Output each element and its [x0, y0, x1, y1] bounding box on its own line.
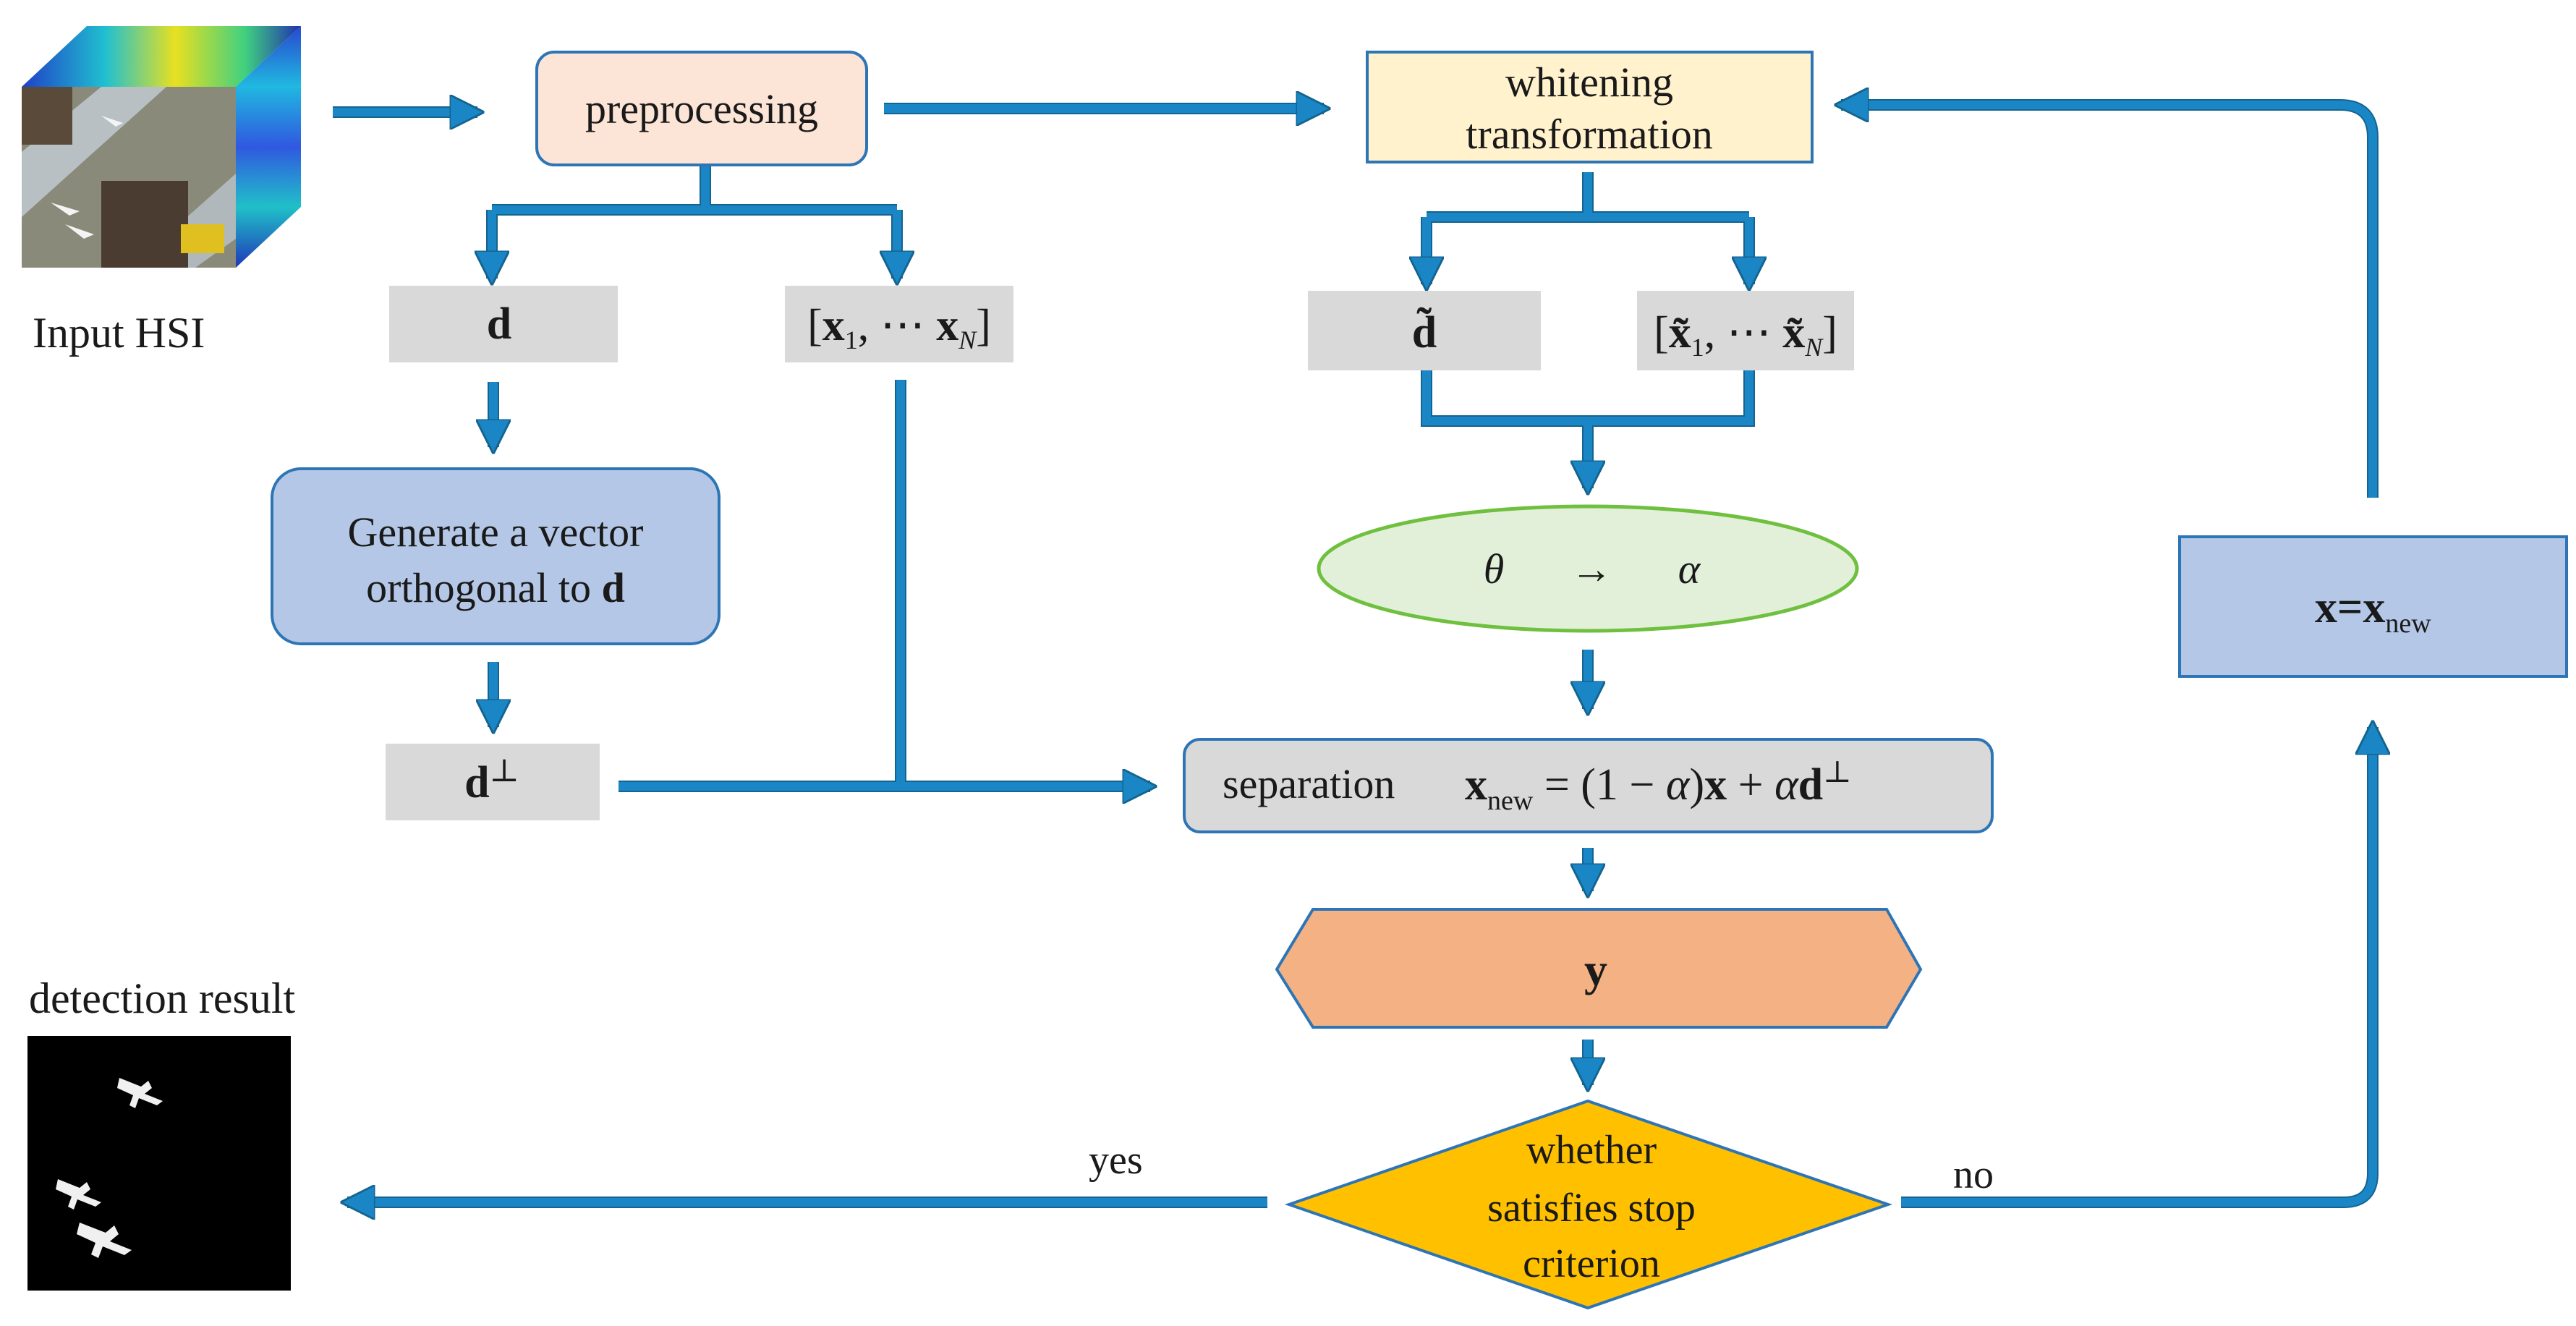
arrow-symbol: → [1570, 545, 1612, 592]
theta-alpha-ellipse: θ → α [1317, 504, 1859, 633]
y-output-hexagon: y [1275, 908, 1923, 1029]
theta-symbol: θ [1484, 545, 1505, 592]
d-perp-box: d⊥ [386, 744, 600, 820]
whitening-box: whitening transformation [1366, 51, 1814, 163]
criterion-line3: criterion [1523, 1241, 1660, 1286]
arrow-preprocessing-split [492, 165, 897, 279]
input-hsi-label: Input HSI [33, 309, 205, 357]
x-tilde-set-box: [x̃1, ⋯ x̃N] [1637, 291, 1854, 370]
d-tilde-label: d̃ [1412, 307, 1437, 357]
arrow-no-to-update [1901, 727, 2373, 1208]
detection-result-icon [27, 1036, 291, 1291]
stop-criterion-diamond: whether satisfies stop criterion [1284, 1099, 1893, 1310]
separation-label: separation [1223, 760, 1395, 807]
arrow-dperp-to-separation [619, 380, 1150, 786]
criterion-line1: whether [1526, 1128, 1657, 1173]
whitening-line1: whitening [1505, 59, 1673, 106]
hsi-cube-icon [22, 26, 301, 268]
arrow-whitening-split [1427, 172, 1749, 284]
d-tilde-box: d̃ [1308, 291, 1541, 370]
x-set-label: [x1, ⋯ xN] [807, 301, 991, 354]
generate-line1: Generate a vector [348, 509, 644, 556]
update-x-box: x=xnew [2178, 535, 2568, 678]
generate-line2: orthogonal to d [366, 564, 625, 611]
d-box: d [389, 286, 618, 362]
preprocessing-label: preprocessing [585, 85, 818, 132]
update-formula: x=xnew [2315, 583, 2431, 639]
connector-arrows [333, 105, 2373, 1202]
alpha-symbol: α [1678, 545, 1701, 592]
x-tilde-set-label: [x̃1, ⋯ x̃N] [1654, 308, 1837, 362]
criterion-line2: satisfies stop [1487, 1186, 1696, 1231]
detection-result-label: detection result [29, 974, 296, 1022]
y-label: y [1584, 944, 1607, 995]
separation-box: separation xnew = (1 − α)x + αd⊥ [1183, 738, 1994, 833]
separation-formula: xnew = (1 − α)x + αd⊥ [1465, 756, 1852, 816]
no-label: no [1953, 1152, 1994, 1197]
whitening-line2: transformation [1466, 111, 1712, 158]
d-perp-label: d⊥ [464, 753, 519, 807]
yes-label: yes [1089, 1138, 1143, 1183]
generate-vector-box: Generate a vector orthogonal to d [271, 467, 720, 645]
arrow-merge-to-ellipse [1421, 370, 1755, 488]
preprocessing-box: preprocessing [535, 51, 868, 166]
arrow-update-to-whitening [1841, 105, 2379, 498]
d-label: d [487, 299, 511, 349]
x-set-box: [x1, ⋯ xN] [785, 286, 1013, 362]
